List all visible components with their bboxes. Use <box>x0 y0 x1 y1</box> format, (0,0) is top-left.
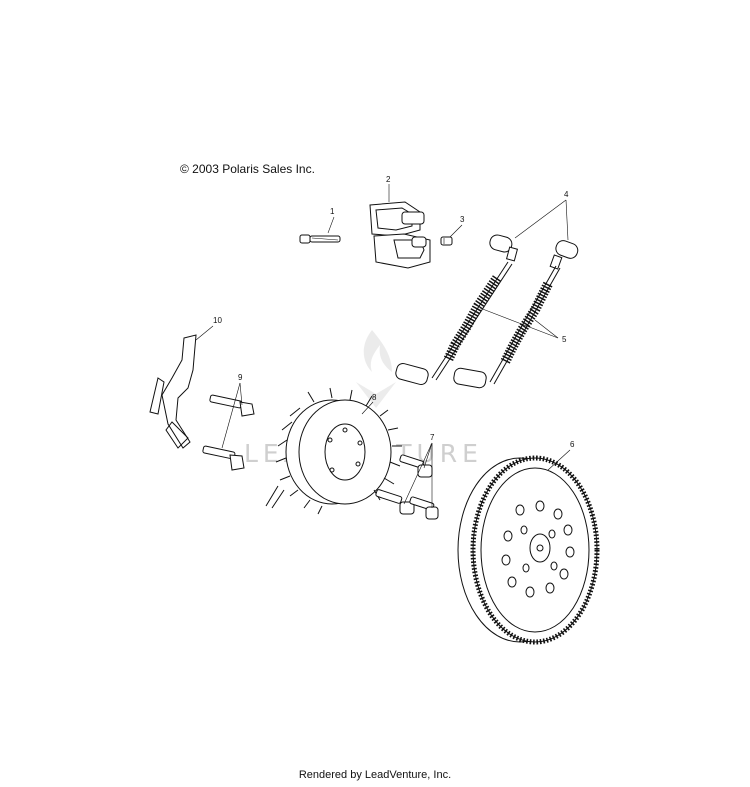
callout-6: 6 <box>570 440 575 449</box>
callout-1: 1 <box>330 207 335 216</box>
callout-2: 2 <box>386 175 391 184</box>
callout-4: 4 <box>564 190 569 199</box>
leader-10 <box>195 325 214 341</box>
leader-6 <box>547 449 571 471</box>
copyright-text: © 2003 Polaris Sales Inc. <box>180 162 315 176</box>
leader-7a <box>423 442 433 469</box>
part-2-ignition-coil[interactable] <box>369 201 431 269</box>
part-4-spark-plug-caps[interactable] <box>488 233 579 270</box>
leader-9b <box>221 382 241 449</box>
leader-9a <box>239 382 243 406</box>
leader-5b <box>534 319 559 339</box>
callout-9: 9 <box>238 373 243 382</box>
leader-1 <box>327 216 335 234</box>
callout-7: 7 <box>430 433 435 442</box>
callout-5: 5 <box>562 335 567 344</box>
part-5-spark-plug-wires[interactable] <box>394 261 561 389</box>
leader-4b <box>565 199 569 241</box>
part-10-bracket[interactable] <box>149 334 197 449</box>
callout-3: 3 <box>460 215 465 224</box>
watermark-logo <box>356 330 396 408</box>
leader-8 <box>361 401 374 415</box>
part-7-screws[interactable] <box>375 454 439 520</box>
callout-8: 8 <box>372 393 377 402</box>
part-8-stator[interactable] <box>265 387 402 515</box>
callout-10: 10 <box>213 316 222 325</box>
part-3-pin[interactable] <box>440 236 453 246</box>
leader-5a <box>479 307 559 339</box>
part-1-bolt[interactable] <box>299 234 341 244</box>
footer-text: Rendered by LeadVenture, Inc. <box>298 769 452 781</box>
leader-7b <box>403 442 433 505</box>
leader-3 <box>449 224 463 238</box>
part-6-flywheel[interactable] <box>457 455 600 645</box>
leader-4a <box>514 199 567 239</box>
